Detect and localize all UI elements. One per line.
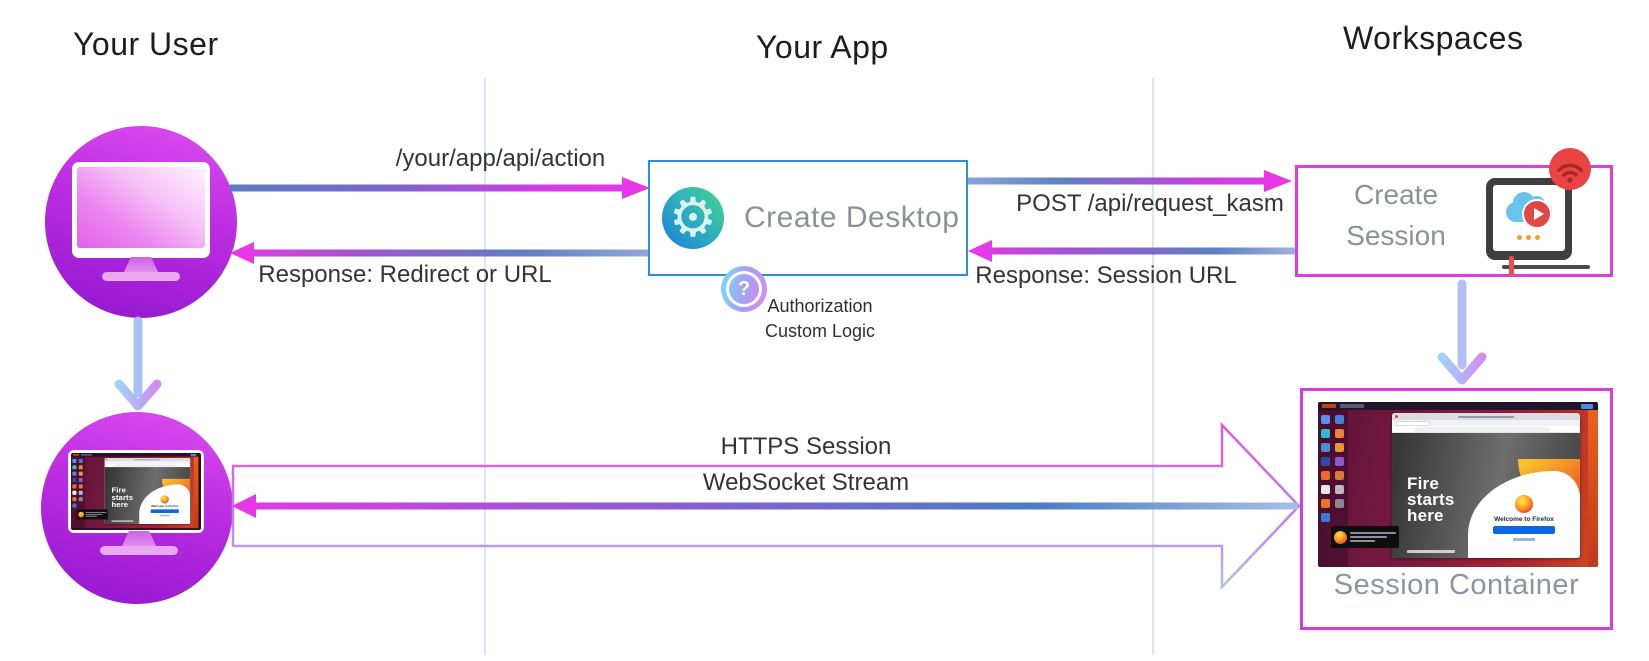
monitor-screen-session: Fire starts here Welcome to Firefox — [71, 453, 201, 530]
user-desktop-icon — [72, 162, 210, 258]
session-container-box: Fire starts here Welcome to Firefox — [1300, 388, 1613, 630]
question-glyph: ? — [726, 271, 762, 307]
create-desktop-label: Create Desktop — [744, 201, 960, 234]
monitor-screen — [77, 167, 205, 248]
column-divider-left — [484, 78, 486, 655]
welcome-text: Welcome to Firefox — [1494, 516, 1554, 523]
play-button-icon — [1522, 199, 1552, 229]
monitor-base — [102, 272, 180, 281]
screenshot-titlebar — [71, 453, 199, 457]
firefox-toast-icon — [78, 511, 85, 518]
firefox-titlebar — [104, 458, 191, 462]
label-response-redirect: Response: Redirect or URL — [258, 261, 552, 288]
default-browser-button — [1493, 526, 1555, 534]
firefox-content: Fire starts here Welcome to Firefox — [1392, 433, 1580, 558]
firefox-content: Fire starts here Welcome to Firefox — [104, 467, 191, 524]
notification-toast — [76, 509, 108, 520]
create-desktop-box: ⚙ Create Desktop — [648, 160, 968, 276]
default-browser-button — [150, 509, 179, 514]
desktop-orange-strip — [193, 456, 199, 529]
welcome-panel: Welcome to Firefox — [139, 484, 191, 524]
loading-dots — [1517, 235, 1540, 240]
firefox-urlbar — [1392, 426, 1580, 433]
session-container-label: Session Container — [1333, 569, 1580, 601]
fire-starts-here-text: Fire starts here — [111, 485, 134, 509]
firefox-window: Fire starts here Welcome to Firefox — [104, 458, 191, 524]
tablet-media-icon — [1486, 178, 1572, 260]
welcome-text: Welcome to Firefox — [151, 504, 179, 509]
tablet-screen — [1493, 185, 1565, 251]
authorization-caption: Authorization Custom Logic — [739, 294, 901, 344]
authorization-line2: Custom Logic — [764, 321, 876, 341]
label-websocket-stream: WebSocket Stream — [702, 469, 910, 496]
label-response-session: Response: Session URL — [975, 262, 1237, 289]
tablet-slider-bar — [1502, 265, 1590, 269]
label-request-path: /your/app/api/action — [395, 145, 606, 172]
authorization-line1: Authorization — [767, 296, 873, 316]
monitor-base-bottom — [100, 546, 178, 555]
welcome-panel: Welcome to Firefox — [1468, 471, 1580, 558]
session-desktop-icon: Fire starts here Welcome to Firefox — [68, 450, 204, 533]
firefox-window: Fire starts here Welcome to Firefox — [1392, 413, 1580, 558]
notification-toast — [1331, 526, 1399, 548]
tablet-slider-marker — [1509, 256, 1514, 276]
question-icon: ? — [721, 266, 767, 312]
kasm-desktop-screenshot: Fire starts here Welcome to Firefox — [1318, 402, 1598, 567]
firefox-urlbar — [104, 463, 191, 468]
not-now-link — [1513, 538, 1535, 541]
column-title-your-app: Your App — [756, 29, 889, 65]
fine-print — [111, 520, 134, 522]
create-session-label: Create Session — [1346, 179, 1446, 251]
gear-icon: ⚙ — [662, 187, 724, 249]
kasm-desktop-screenshot-mini: Fire starts here Welcome to Firefox — [71, 453, 199, 529]
column-title-workspaces: Workspaces — [1343, 20, 1524, 56]
firefox-logo-icon — [160, 495, 169, 504]
desktop-orange-strip — [1588, 410, 1598, 567]
fire-starts-here-text: Fire starts here — [1407, 474, 1455, 525]
firefox-toast-icon — [1334, 530, 1347, 544]
firefox-tabbar — [104, 461, 191, 464]
monitor-stand-bottom — [121, 531, 157, 548]
firefox-logo-icon — [1515, 495, 1533, 513]
create-session-box: Create Session — [1295, 165, 1613, 277]
wifi-badge-icon — [1549, 148, 1591, 190]
firefox-tabbar — [1392, 420, 1580, 426]
column-divider-right — [1152, 78, 1154, 655]
fine-print — [1407, 550, 1455, 553]
label-https-session: HTTPS Session — [720, 433, 892, 460]
not-now-link — [159, 514, 170, 517]
monitor-stand — [123, 257, 159, 274]
column-title-your-user: Your User — [73, 26, 219, 62]
screenshot-titlebar — [1318, 402, 1598, 410]
label-post-request: POST /api/request_kasm — [1016, 190, 1284, 217]
firefox-titlebar — [1392, 413, 1580, 420]
gear-glyph: ⚙ — [668, 186, 718, 249]
